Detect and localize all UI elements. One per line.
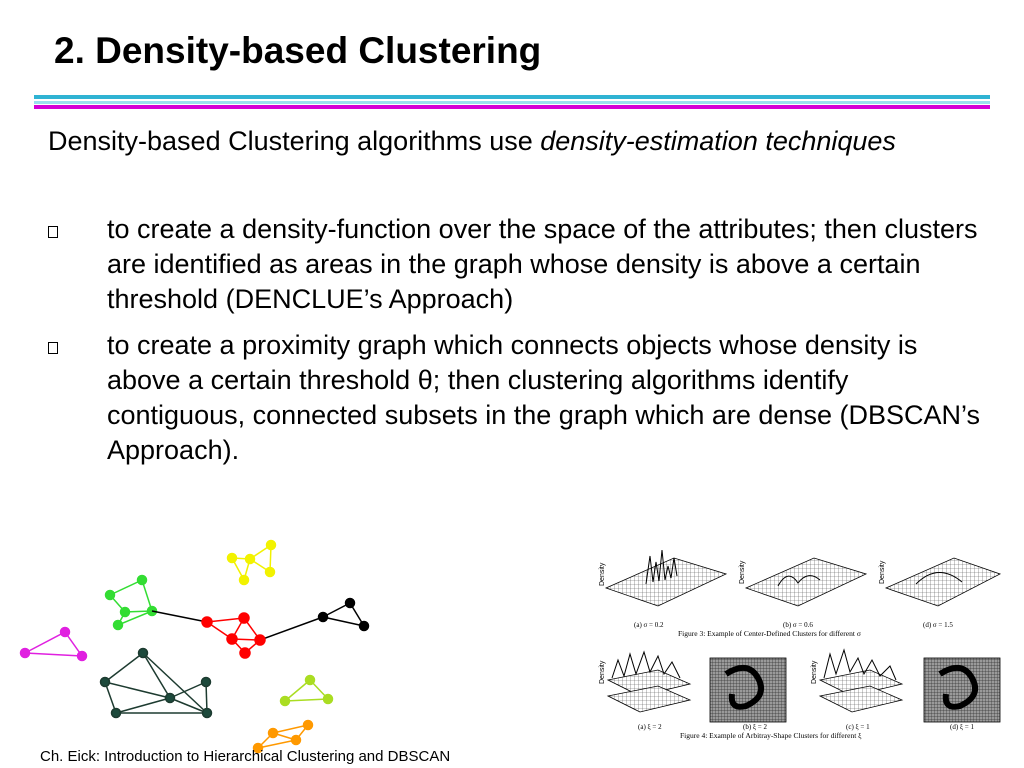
figure3-caption: Figure 3: Example of Center-Defined Clus…: [678, 629, 861, 638]
figure4-caption: Figure 4: Example of Arbitray-Shape Clus…: [680, 731, 862, 740]
figure4-panel-a: Density: [599, 650, 692, 713]
fig4-panel-c-label: (c) ξ = 1: [846, 723, 870, 731]
density-axis-label: Density: [879, 560, 886, 584]
figure3-panel-d: Density: [879, 557, 1002, 607]
figure3-panel-a: Density: [599, 549, 728, 607]
density-axis-label: Density: [739, 560, 746, 584]
green-cluster: [104, 574, 158, 631]
bullet-text: to create a density-function over the sp…: [107, 214, 978, 314]
figure4-panel-d: [923, 657, 1001, 723]
intro-paragraph: Density-based Clustering algorithms use …: [48, 124, 988, 159]
orange-cluster: [252, 719, 314, 754]
fig3-panel-b-label: (b) σ = 0.6: [783, 621, 813, 629]
density-figures: Density Density Density (a) σ = 0.2 (b) …: [599, 549, 1002, 740]
black-cluster: [317, 597, 370, 632]
fig4-panel-a-label: (a) ξ = 2: [638, 723, 662, 731]
bullet-list: to create a density-function over the sp…: [48, 212, 988, 479]
title-rule-middle: [34, 101, 990, 104]
title-rule-top: [34, 95, 990, 99]
title-rule-bottom: [34, 105, 990, 109]
proximity-graph-illustration: [19, 539, 370, 754]
fig4-panel-b-label: (b) ξ = 2: [743, 723, 767, 731]
figure4-panel-c: Density: [811, 648, 904, 713]
yellow-cluster: [226, 539, 277, 586]
fig3-panel-a-label: (a) σ = 0.2: [634, 621, 664, 629]
bullet-text: to create a proximity graph which connec…: [107, 330, 981, 465]
figure3-panel-b: Density: [739, 557, 868, 607]
fig3-panel-d-label: (d) σ = 1.5: [923, 621, 953, 629]
lime-cluster: [279, 674, 334, 707]
density-axis-label: Density: [811, 660, 818, 684]
bullet-box-icon: [48, 226, 58, 238]
dark-teal-cluster: [99, 647, 213, 719]
magenta-cluster: [19, 626, 88, 662]
bullet-item: to create a density-function over the sp…: [48, 212, 988, 317]
figure4-panel-b: [709, 657, 787, 723]
intro-text: Density-based Clustering algorithms use: [48, 126, 541, 156]
slide-title: 2. Density-based Clustering: [54, 30, 542, 71]
intro-italic-term: density-estimation techniques: [540, 126, 896, 156]
red-cluster: [201, 612, 266, 659]
density-axis-label: Density: [599, 660, 606, 684]
fig4-panel-d-label: (d) ξ = 1: [950, 723, 974, 731]
bullet-box-icon: [48, 342, 58, 354]
density-axis-label: Density: [599, 562, 606, 586]
slide-footer: Ch. Eick: Introduction to Hierarchical C…: [40, 748, 451, 765]
bullet-item: to create a proximity graph which connec…: [48, 328, 988, 468]
